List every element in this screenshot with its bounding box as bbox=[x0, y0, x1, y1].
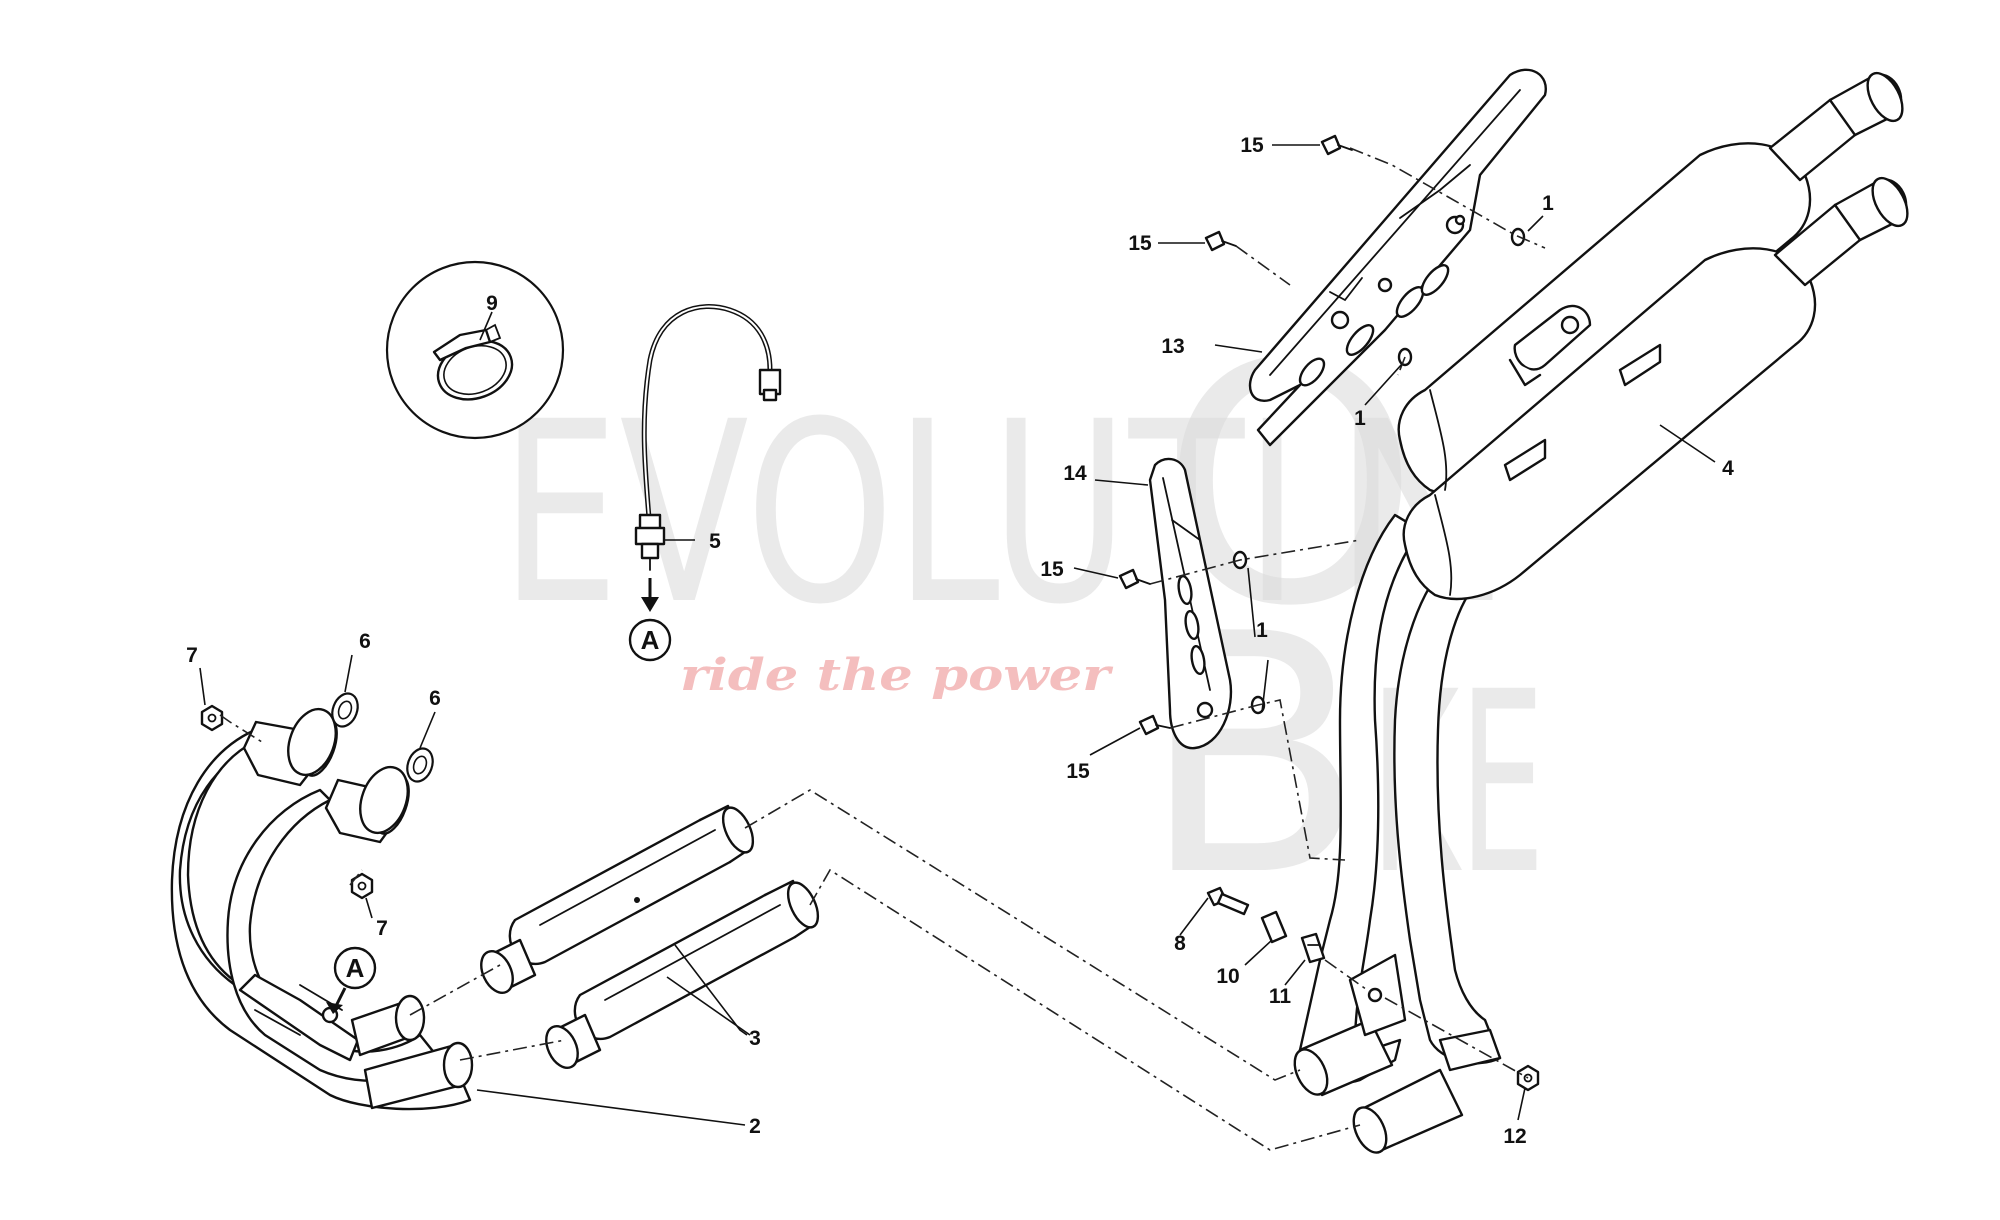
lower-heat-shield bbox=[1148, 457, 1233, 750]
heat-shield-bolts bbox=[1118, 134, 1353, 736]
callout-15: 15 bbox=[1066, 760, 1090, 783]
callout-7: 7 bbox=[376, 917, 388, 940]
callout-12: 12 bbox=[1503, 1125, 1526, 1148]
gaskets bbox=[331, 692, 434, 783]
callout-6: 6 bbox=[429, 687, 441, 710]
watermark-tagline: ride the power bbox=[680, 650, 1113, 701]
callout-15: 15 bbox=[1128, 232, 1152, 255]
callout-labels: 1 1 1 2 3 4 5 6 6 7 7 8 9 10 11 12 13 14… bbox=[186, 134, 1734, 1148]
callout-8: 8 bbox=[1174, 932, 1186, 955]
header-nuts bbox=[200, 704, 374, 900]
callout-2: 2 bbox=[749, 1115, 761, 1138]
callout-11: 11 bbox=[1269, 985, 1292, 1008]
callout-3: 3 bbox=[749, 1027, 761, 1050]
exhaust-header-pipes: A bbox=[170, 707, 474, 1111]
callout-1: 1 bbox=[1354, 407, 1366, 430]
callout-9: 9 bbox=[486, 292, 498, 315]
lambda-sensor: A bbox=[628, 304, 782, 662]
callout-5: 5 bbox=[709, 530, 721, 553]
sensor-ref-label: A bbox=[641, 625, 660, 655]
callout-1: 1 bbox=[1256, 619, 1268, 642]
callout-7: 7 bbox=[186, 644, 198, 667]
mount-bolt-hardware bbox=[1206, 886, 1540, 1092]
callout-10: 10 bbox=[1216, 965, 1239, 988]
callout-13: 13 bbox=[1161, 335, 1184, 358]
main-silencer bbox=[1293, 71, 1909, 1154]
clamp-detail-circle bbox=[385, 260, 565, 440]
mid-catalysts bbox=[480, 804, 820, 1069]
header-ref-label: A bbox=[346, 953, 365, 983]
callout-15: 15 bbox=[1040, 558, 1064, 581]
callout-1: 1 bbox=[1542, 192, 1554, 215]
sensor-ref-circle bbox=[628, 618, 672, 662]
header-ref-circle bbox=[333, 946, 377, 990]
upper-heat-shield bbox=[1248, 68, 1547, 447]
callout-6: 6 bbox=[359, 630, 371, 653]
callout-4: 4 bbox=[1722, 457, 1734, 480]
callout-15: 15 bbox=[1240, 134, 1264, 157]
assembly-lines bbox=[219, 147, 1546, 1151]
callout-14: 14 bbox=[1063, 462, 1087, 485]
callout-leaders bbox=[199, 144, 1716, 1126]
